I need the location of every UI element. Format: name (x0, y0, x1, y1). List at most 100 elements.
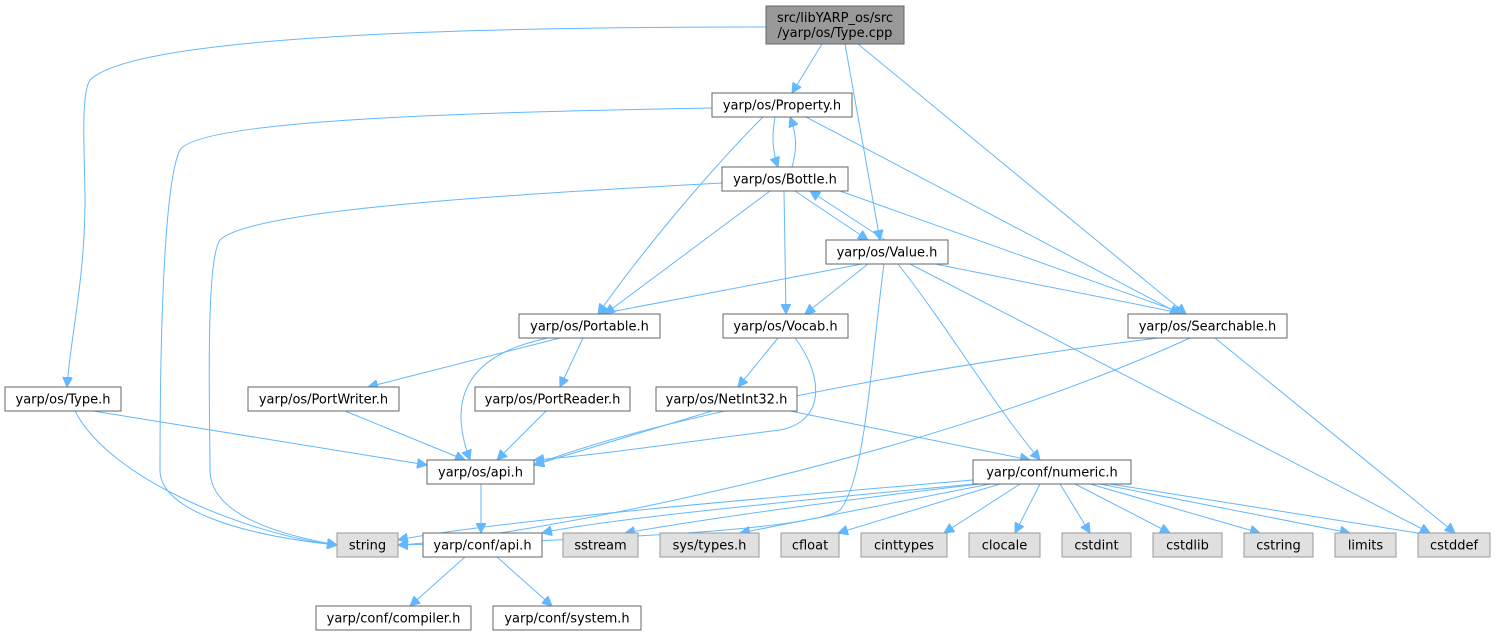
node-compiler[interactable]: yarp/conf/compiler.h (315, 605, 472, 631)
node-label: yarp/conf/compiler.h (327, 612, 461, 627)
edge-portable-to-portreader (560, 337, 584, 387)
node-box (1417, 532, 1491, 558)
edge-line (67, 26, 767, 387)
node-portreader[interactable]: yarp/os/PortReader.h (474, 386, 631, 412)
node-system[interactable]: yarp/conf/system.h (492, 605, 642, 631)
node-label: yarp/os/Bottle.h (733, 173, 837, 188)
node-vocab[interactable]: yarp/os/Vocab.h (722, 313, 849, 339)
node-portable[interactable]: yarp/os/Portable.h (518, 313, 661, 339)
node-box (780, 532, 840, 558)
node-numeric[interactable]: yarp/conf/numeric.h (972, 459, 1132, 485)
node-systypes: sys/types.h (659, 532, 760, 558)
node-box (4, 386, 122, 412)
node-box (825, 239, 949, 265)
node-label: yarp/conf/api.h (433, 539, 531, 554)
node-property[interactable]: yarp/os/Property.h (711, 92, 853, 118)
edge-portable-to-osapi (460, 337, 549, 460)
edge-line (1109, 483, 1430, 535)
node-label: yarp/os/NetInt32.h (666, 393, 788, 408)
node-label: sstream (574, 539, 626, 554)
node-label: cstddef (1430, 539, 1479, 554)
node-typeh[interactable]: yarp/os/Type.h (4, 386, 122, 412)
edge-bottle-to-portable (605, 190, 771, 314)
edge-line (1059, 483, 1090, 533)
node-box (655, 386, 798, 412)
edge-value-to-cstddef (909, 263, 1430, 533)
edge-line (773, 116, 778, 167)
edge-numeric-to-cstddef (1109, 483, 1430, 535)
edge-numeric-to-limits (1099, 483, 1350, 533)
edge-confapi-to-system (496, 556, 552, 606)
edge-line (838, 483, 1001, 533)
node-searchable[interactable]: yarp/os/Searchable.h (1127, 313, 1288, 339)
node-box (247, 386, 400, 412)
edge-line (1015, 483, 1041, 533)
node-string: string (336, 532, 399, 558)
edge-numeric-to-cstdint (1059, 483, 1090, 533)
edge-numeric-to-clocale (1015, 483, 1041, 533)
node-box (315, 605, 472, 631)
edge-numeric-to-cstdlib (1074, 483, 1170, 533)
node-label: string (349, 539, 386, 554)
node-box (968, 532, 1041, 558)
edge-value-to-portable (600, 263, 863, 314)
edge-line (810, 191, 886, 241)
edge-line (534, 410, 713, 465)
node-value[interactable]: yarp/os/Value.h (825, 239, 949, 265)
edge-line (92, 410, 427, 465)
node-portwriter[interactable]: yarp/os/PortWriter.h (247, 386, 400, 412)
edge-property-to-bottle (773, 116, 778, 167)
edge-root-to-property (792, 43, 823, 93)
node-cstddef: cstddef (1417, 532, 1491, 558)
edge-searchable-to-cstddef (1214, 337, 1455, 533)
node-label: yarp/os/Value.h (837, 246, 938, 261)
edge-line (1074, 483, 1170, 533)
node-box (336, 532, 399, 558)
edge-portwriter-to-osapi (344, 410, 465, 460)
edge-root-to-searchable (857, 43, 1186, 314)
edge-bottle-to-vocab (784, 190, 786, 314)
node-box (492, 605, 642, 631)
node-cstdlib: cstdlib (1152, 532, 1223, 558)
node-cstring: cstring (1243, 532, 1314, 558)
node-confapi[interactable]: yarp/conf/api.h (422, 532, 543, 558)
node-label: clocale (982, 539, 1027, 554)
node-box (711, 92, 853, 118)
edge-netint32-to-numeric (789, 410, 1030, 460)
edge-line (1214, 337, 1455, 533)
node-netint32[interactable]: yarp/os/NetInt32.h (655, 386, 798, 412)
node-label: src/libYARP_os/src (777, 11, 893, 26)
edge-confapi-to-compiler (410, 556, 466, 606)
edge-typeh-to-osapi (92, 410, 427, 465)
edge-line (600, 263, 863, 314)
node-label: yarp/os/Searchable.h (1139, 320, 1277, 335)
node-label: limits (1348, 539, 1384, 554)
edge-line (398, 337, 1191, 545)
edge-line (839, 190, 1185, 314)
edge-line (794, 190, 868, 240)
edge-line (159, 107, 713, 545)
edge-line (496, 556, 552, 606)
edge-bottle-to-searchable (839, 190, 1185, 314)
node-bottle[interactable]: yarp/os/Bottle.h (721, 166, 849, 192)
edge-portable-to-portwriter (368, 337, 561, 387)
node-box (721, 166, 849, 192)
node-box (562, 532, 639, 558)
edge-numeric-to-cstring (1089, 483, 1260, 533)
edge-line (897, 263, 1040, 460)
edge-typeh-to-string (74, 410, 337, 545)
edge-value-to-vocab (805, 263, 869, 314)
node-root[interactable]: src/libYARP_os/src/yarp/os/Type.cpp (765, 5, 905, 45)
node-box (659, 532, 760, 558)
edge-numeric-to-cfloat (838, 483, 1001, 533)
edge-value-to-numeric (897, 263, 1040, 460)
edge-line (790, 117, 796, 168)
edge-line (909, 263, 1430, 533)
edge-portreader-to-osapi (497, 410, 547, 460)
node-label: yarp/os/Property.h (723, 99, 841, 114)
node-box (765, 5, 905, 45)
edge-bottle-to-value (794, 190, 868, 240)
node-osapi[interactable]: yarp/os/api.h (426, 459, 535, 485)
edge-line (398, 479, 974, 540)
